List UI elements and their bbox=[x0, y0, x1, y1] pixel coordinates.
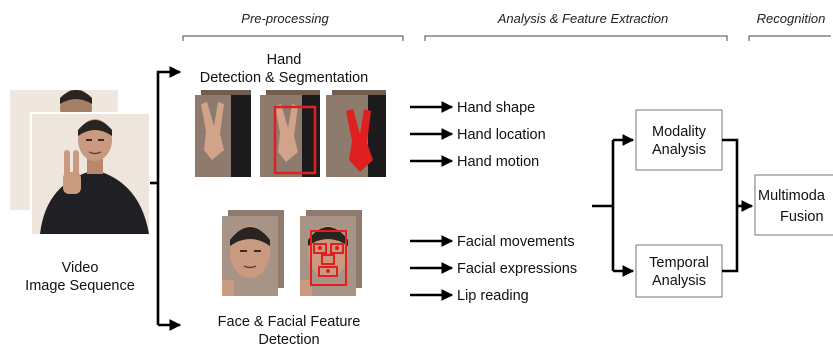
face-branch-title-line1: Face & Facial Feature bbox=[218, 314, 361, 330]
face-feature-arrows bbox=[410, 235, 454, 301]
face-photo-2-icon bbox=[300, 210, 362, 296]
stage-analysis-title: Analysis & Feature Extraction bbox=[497, 11, 669, 26]
multimodal-fusion-box: Multimoda Fusion bbox=[754, 174, 833, 236]
temporal-analysis-line2: Analysis bbox=[652, 273, 706, 289]
face-feature-expressions: Facial expressions bbox=[457, 261, 577, 277]
analysis-connector bbox=[592, 134, 635, 277]
modality-analysis-line1: Modality bbox=[652, 124, 707, 140]
hand-feature-location: Hand location bbox=[457, 127, 546, 143]
hand-photo-2-icon bbox=[260, 90, 320, 177]
input-label-line2: Image Sequence bbox=[25, 278, 135, 294]
stage-preprocessing-brace bbox=[182, 35, 404, 41]
face-feature-movements: Facial movements bbox=[457, 234, 575, 250]
face-photo-1-icon bbox=[222, 210, 284, 296]
face-feature-lip-reading: Lip reading bbox=[457, 288, 529, 304]
stage-analysis-brace bbox=[424, 35, 728, 41]
fusion-connector bbox=[722, 138, 754, 273]
hand-branch-title-line2: Detection & Segmentation bbox=[200, 70, 368, 86]
stage-preprocessing-title: Pre-processing bbox=[241, 11, 329, 26]
face-branch-title-line2: Detection bbox=[258, 332, 319, 348]
hand-photo-3-icon bbox=[326, 90, 386, 177]
input-label-line1: Video bbox=[62, 260, 99, 276]
hand-photo-1-icon bbox=[195, 90, 251, 177]
hand-feature-shape: Hand shape bbox=[457, 100, 535, 116]
hand-feature-arrows bbox=[410, 101, 454, 167]
split-connector bbox=[150, 66, 182, 331]
stage-recognition-title: Recognition bbox=[757, 11, 826, 26]
temporal-analysis-line1: Temporal bbox=[649, 255, 709, 271]
hand-feature-motion: Hand motion bbox=[457, 154, 539, 170]
video-frames-icon bbox=[10, 90, 151, 236]
hand-branch-title-line1: Hand bbox=[267, 52, 302, 68]
stage-recognition-brace bbox=[748, 35, 831, 41]
modality-analysis-box: Modality Analysis bbox=[635, 109, 723, 171]
multimodal-fusion-line1: Multimoda bbox=[758, 188, 826, 204]
multimodal-fusion-line2: Fusion bbox=[780, 209, 824, 225]
modality-analysis-line2: Analysis bbox=[652, 142, 706, 158]
temporal-analysis-box: Temporal Analysis bbox=[635, 244, 723, 298]
